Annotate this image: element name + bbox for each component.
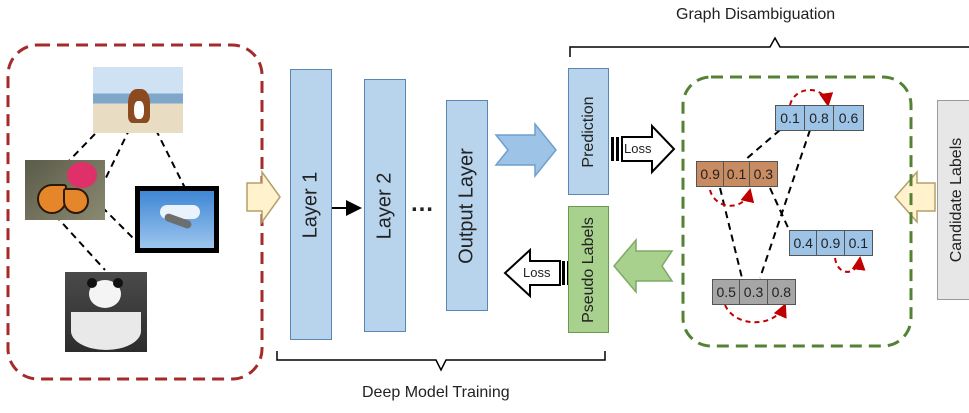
vector-cell: 0.9 [697, 162, 725, 186]
self-loops [709, 89, 866, 324]
vector-cell: 0.5 [713, 280, 741, 304]
panda-ear-right [113, 278, 123, 288]
prediction-box: Prediction [568, 68, 609, 195]
bird-in-sky-image [135, 186, 219, 253]
output-layer-label: Output Layer [455, 147, 478, 264]
vector-cell: 0.9 [817, 231, 845, 255]
dog-on-beach-image [93, 67, 183, 133]
loss-label-right: Loss [624, 141, 652, 156]
vector-cell: 0.8 [805, 106, 834, 130]
layer-1-label: Layer 1 [299, 171, 322, 238]
yellow-arrow-right [894, 170, 936, 224]
candidate-labels-box: Candidate Labels [937, 100, 969, 300]
image-group-border [6, 43, 264, 381]
vector-cell: 0.1 [776, 106, 805, 130]
loss-arrow-right-shape [621, 123, 676, 175]
top-brace [569, 36, 969, 57]
output-layer-box: Output Layer [446, 100, 488, 311]
loss-arrow-left-shape [503, 247, 561, 299]
layer-2-label: Layer 2 [373, 172, 396, 239]
deep-model-training-label: Deep Model Training [362, 384, 510, 401]
vector-cell: 0.1 [844, 231, 872, 255]
vector-top: 0.1 0.8 0.6 [775, 105, 864, 131]
loss-label-left: Loss [523, 265, 551, 280]
vector-left: 0.9 0.1 0.3 [696, 161, 778, 187]
vector-cell: 0.8 [767, 280, 795, 304]
vector-cell: 0.3 [740, 280, 768, 304]
layer-2-box: Layer 2 [364, 79, 406, 332]
prediction-label: Prediction [579, 95, 597, 168]
vector-right: 0.4 0.9 0.1 [789, 230, 873, 256]
candidate-labels-label: Candidate Labels [948, 137, 965, 263]
ellipsis: … [410, 190, 434, 217]
butterfly-wing-right [63, 188, 89, 214]
blue-arrow [494, 121, 557, 179]
vector-cell: 0.4 [790, 231, 818, 255]
vector-cell: 0.3 [749, 162, 777, 186]
vector-bottom: 0.5 0.3 0.8 [712, 279, 796, 305]
graph-disambiguation-title: Graph Disambiguation [676, 6, 836, 23]
dog-chest [134, 101, 144, 119]
pseudo-labels-box: Pseudo Labels [568, 206, 609, 333]
graph-edges [719, 129, 811, 279]
panda-ear-left [87, 278, 97, 288]
vector-cell: 0.6 [834, 106, 863, 130]
layer-1-box: Layer 1 [290, 69, 332, 340]
flower-shape [67, 162, 97, 188]
butterfly-on-flower-image [25, 160, 105, 220]
yellow-arrow-left [246, 169, 281, 225]
panda-in-bowl-image [65, 272, 147, 352]
vector-cell: 0.1 [724, 162, 750, 186]
bowl-shape [71, 312, 141, 350]
pseudo-labels-label: Pseudo Labels [579, 216, 597, 323]
butterfly-wing-left [37, 184, 67, 214]
bottom-brace [276, 351, 606, 372]
graph-border [681, 75, 913, 348]
green-arrow [613, 237, 674, 295]
